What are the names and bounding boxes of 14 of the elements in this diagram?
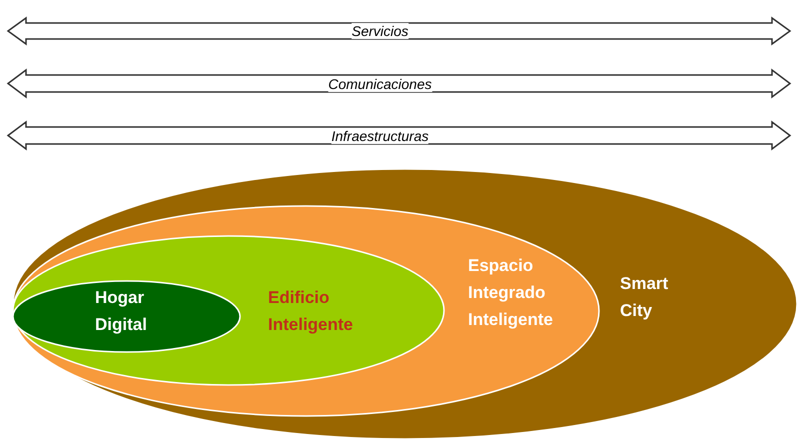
- ellipse-region: [12, 168, 798, 440]
- ellipse-region: [12, 280, 241, 353]
- region-label: Espacio Integrado Inteligente: [468, 255, 554, 331]
- region-label: Smart City: [620, 273, 670, 322]
- band-label: Servicios: [352, 23, 408, 39]
- region-label: Edificio Inteligente: [268, 287, 354, 336]
- ellipse-region: [12, 205, 600, 417]
- double-arrow-band: [8, 122, 790, 149]
- double-arrow-band: [8, 18, 790, 44]
- band-label: Infraestructuras: [331, 128, 429, 144]
- band-label: Comunicaciones: [328, 76, 432, 92]
- region-label: Hogar Digital: [95, 287, 148, 336]
- double-arrow-band: [8, 70, 790, 97]
- ellipse-region: [12, 235, 445, 386]
